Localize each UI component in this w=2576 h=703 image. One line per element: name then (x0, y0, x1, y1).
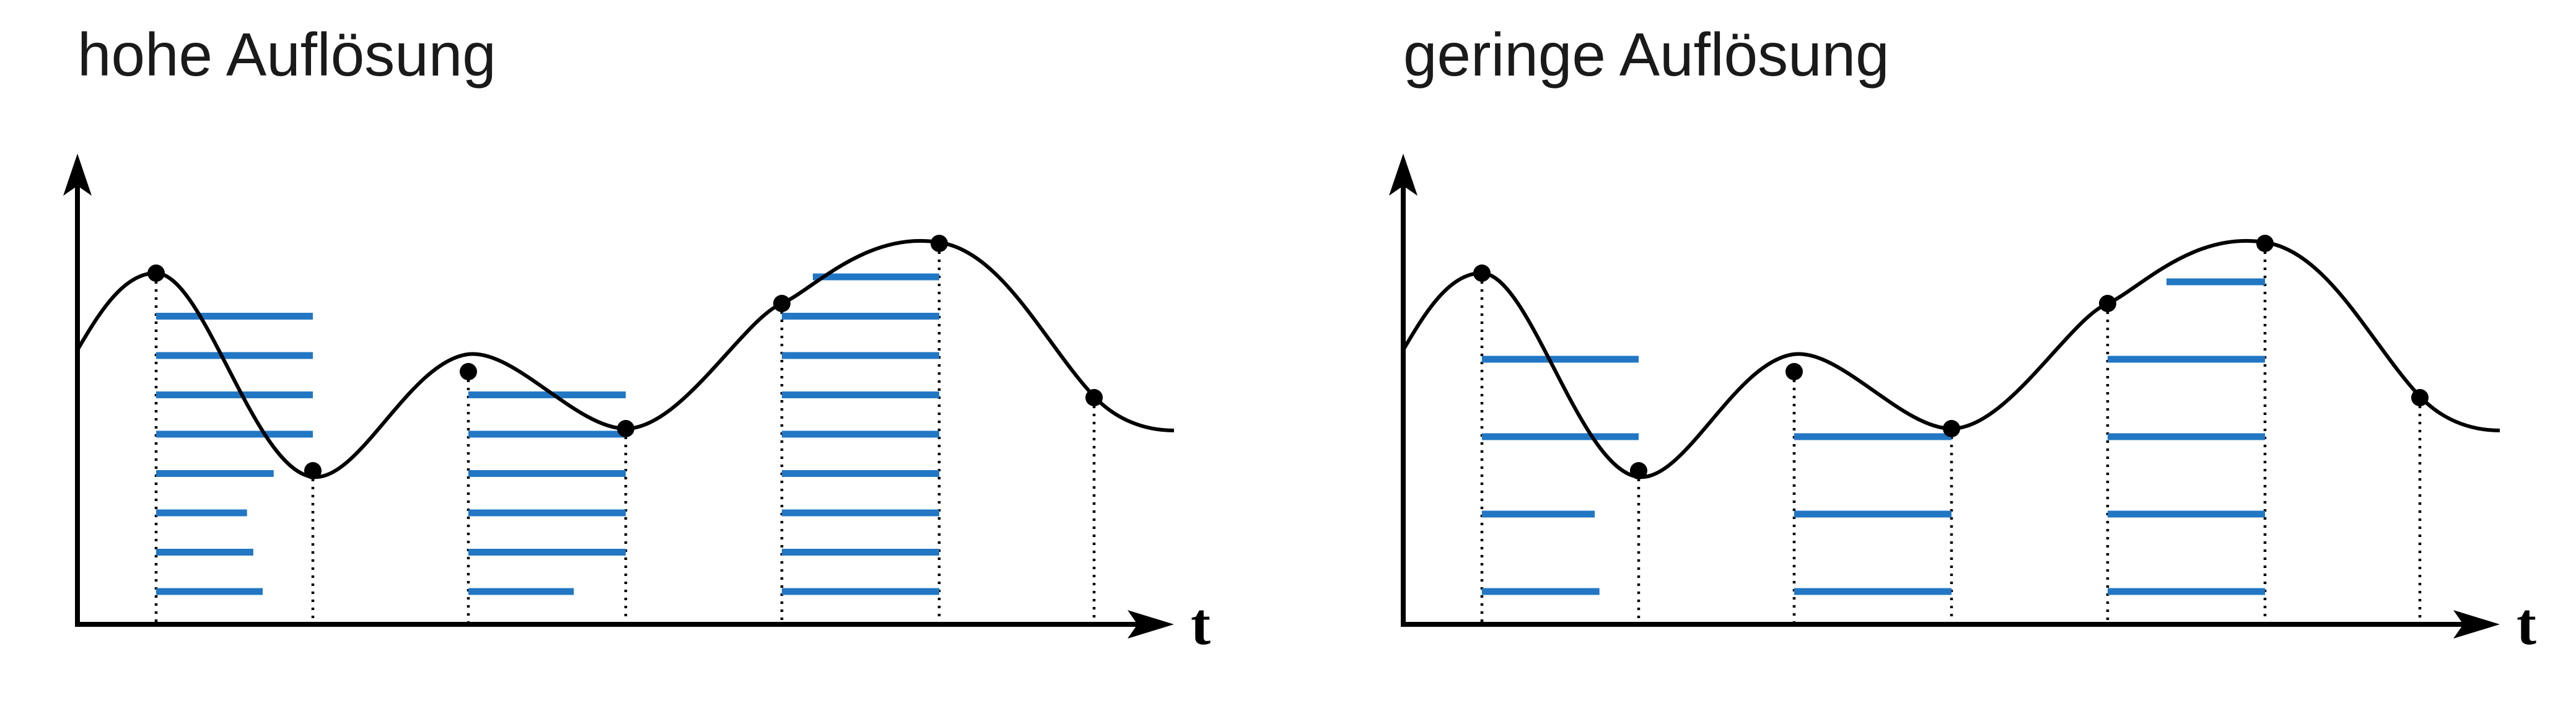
sample-point (931, 235, 948, 252)
x-axis-label: t (1191, 591, 1211, 657)
x-axis-arrowhead (1128, 610, 1174, 639)
signal-curve (1401, 238, 2500, 479)
sample-point (1473, 264, 1491, 282)
sample-point (2411, 389, 2429, 406)
sample-points (147, 235, 1103, 479)
sample-point (1943, 420, 1960, 437)
panel-high-resolution: hohe Auflösung t (63, 20, 1211, 657)
sample-point (304, 462, 322, 479)
sample-point (1085, 389, 1103, 406)
x-axis-label: t (2517, 591, 2536, 657)
sample-point (617, 420, 634, 437)
sample-points (1473, 235, 2429, 479)
sample-point (2256, 235, 2274, 252)
panel-low-resolution: geringe Auflösung t (1389, 20, 2536, 657)
sample-point (773, 295, 791, 312)
axes: t (1389, 154, 2536, 657)
quantization-levels (1482, 278, 2265, 595)
axes: t (63, 154, 1211, 657)
y-axis-arrowhead (1389, 154, 1417, 196)
sample-point (1785, 363, 1803, 380)
sample-point (460, 363, 477, 380)
panel-title: geringe Auflösung (1403, 20, 1890, 89)
panel-title: hohe Auflösung (77, 20, 496, 89)
sample-point (2099, 295, 2116, 312)
x-axis-arrowhead (2453, 610, 2500, 639)
sample-point (1630, 462, 1647, 479)
y-axis-arrowhead (63, 154, 92, 196)
quantization-levels (156, 273, 939, 595)
sample-point (147, 264, 165, 282)
sample-guides (154, 243, 1096, 622)
signal-curve (76, 238, 1175, 479)
